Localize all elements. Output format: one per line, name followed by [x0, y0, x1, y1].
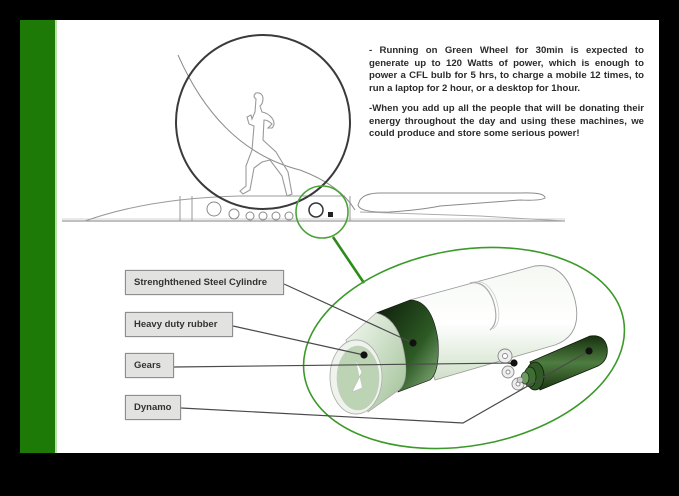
roller-detail-icon	[308, 202, 324, 218]
roller-icons	[206, 201, 294, 221]
dynamo-small-icon	[328, 212, 333, 217]
zoom-callout-circle-icon	[295, 185, 349, 239]
illustration	[62, 34, 626, 450]
diagram-canvas: - Running on Green Wheel for 30min is ex…	[20, 20, 659, 453]
leader-dots	[360, 339, 593, 367]
detail-callout-ellipse-icon	[302, 246, 626, 450]
hamster-wheel-icon	[175, 34, 351, 210]
label-steel-cylinder: Strenghthened Steel Cylindre	[125, 270, 284, 295]
steel-cylinder-icon	[409, 265, 578, 381]
front-ring-icon	[329, 312, 407, 415]
description-paragraph-2: -When you add up all the people that wil…	[369, 103, 644, 140]
green-sidebar-edge	[55, 20, 57, 453]
leader-lines	[173, 283, 590, 424]
callout-connector-icon	[331, 236, 366, 284]
wheel-illustration	[62, 34, 566, 284]
label-gears: Gears	[125, 353, 174, 378]
label-heavy-duty-rubber: Heavy duty rubber	[125, 312, 233, 337]
description-paragraph-1: - Running on Green Wheel for 30min is ex…	[369, 45, 644, 94]
runner-icon	[239, 92, 293, 197]
label-dynamo: Dynamo	[125, 395, 181, 420]
cylinder-detail	[173, 246, 626, 450]
green-sidebar-bar	[20, 20, 55, 453]
gears-icon	[497, 348, 525, 391]
